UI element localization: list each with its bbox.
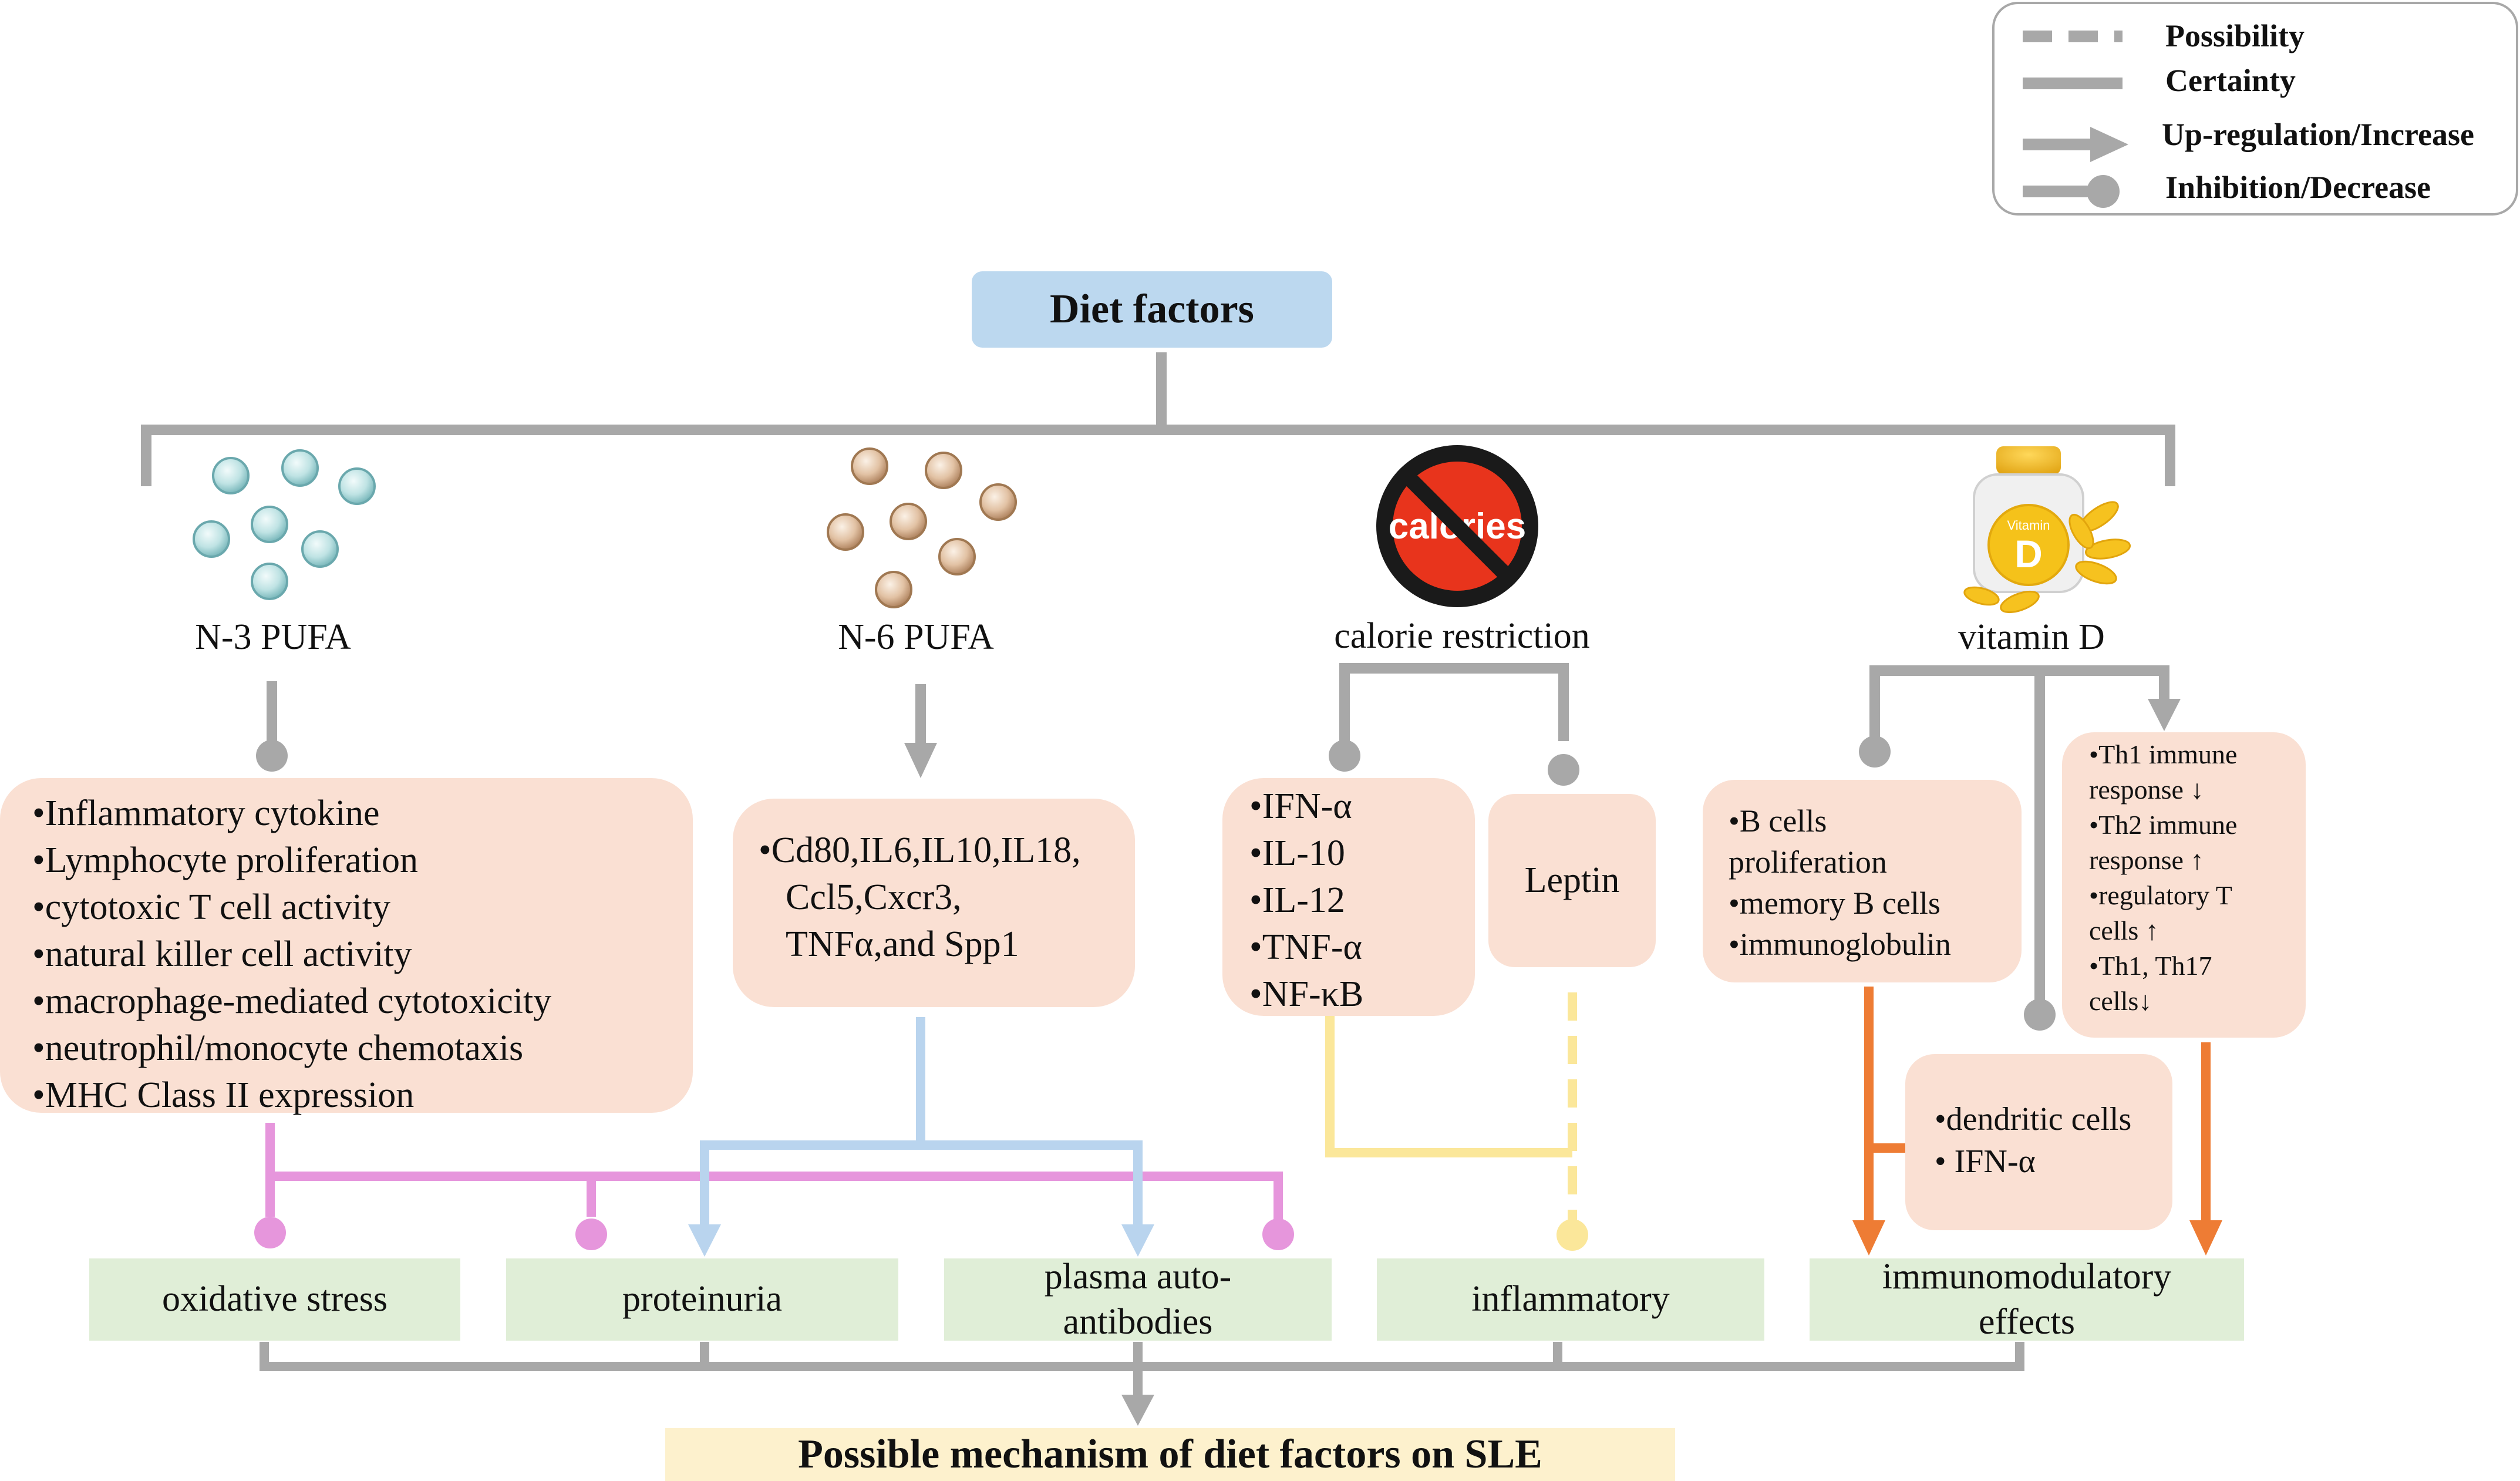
list-item: •memory B cells [1729,886,1940,921]
calorie-outcome-connectors [1325,992,1588,1251]
dendritic-effects-box: •dendritic cells • IFN-α [1905,1054,2172,1230]
n6-up-connector [904,684,937,778]
n3-inhibit-connector [256,681,288,772]
list-item: •B cells [1729,803,1827,839]
n6-outcome-connectors [688,1017,1154,1257]
oxidative-stress-label: oxidative stress [162,1279,388,1320]
t-helper-effects-box: •Th1 immune response ↓ •Th2 immune respo… [2062,732,2306,1038]
list-item: Ccl5,Cxcr3, [786,877,962,917]
diet-factors-title: Diet factors [1050,287,1254,332]
legend-possibility-label: Possibility [2165,18,2305,53]
n3-pufa-label: N-3 PUFA [195,617,351,657]
list-item: response ↑ [2089,845,2204,875]
list-item: •macrophage-mediated cytotoxicity [32,981,552,1021]
list-item: TNFα,and Spp1 [786,924,1019,964]
n6-effects-box: •Cd80,IL6,IL10,IL18, Ccl5,Cxcr3, TNFα,an… [733,799,1135,1007]
plasma-autoantibodies-label-line2: antibodies [1063,1302,1213,1342]
list-item: •natural killer cell activity [32,934,412,974]
list-item: •Cd80,IL6,IL10,IL18, [759,830,1081,870]
n3-outcome-connectors [254,1123,1294,1250]
list-item: •dendritic cells [1935,1101,2132,1137]
list-item: •IFN-α [1249,786,1352,826]
list-item: •Th1, Th17 [2089,951,2212,981]
vitamin-bottle-label: Vitamin [2007,518,2050,533]
list-item: •Inflammatory cytokine [32,793,380,833]
top-tree [141,352,2175,486]
conclusion-title: Possible mechanism of diet factors on SL… [798,1432,1542,1477]
list-item: • IFN-α [1935,1143,2036,1180]
legend [1992,2,2518,216]
list-item: •IL-12 [1249,880,1345,920]
proteinuria-box: proteinuria [506,1258,898,1341]
leptin-box: Leptin [1488,794,1656,967]
oxidative-stress-box: oxidative stress [89,1258,460,1341]
proteinuria-label: proteinuria [622,1279,782,1320]
list-item: •neutrophil/monocyte chemotaxis [32,1028,524,1068]
list-item: cells↓ [2089,986,2152,1016]
diet-factors-box: Diet factors [972,271,1332,348]
legend-certainty-label: Certainty [2165,63,2296,98]
calorie-inhibit-connectors [1329,663,1579,786]
legend-inhibition-label: Inhibition/Decrease [2165,170,2431,205]
vitamin-bottle-letter: D [2014,532,2043,575]
list-item: response ↓ [2089,775,2204,805]
immunomodulatory-label-line1: immunomodulatory [1882,1256,2172,1297]
vitamin-d-outcome-connectors [1852,987,2222,1256]
b-cell-effects-box: •B cells proliferation •memory B cells •… [1703,780,2022,982]
n3-pufa-molecules-icon [193,449,376,600]
list-item: •immunoglobulin [1729,927,1951,962]
leptin-label: Leptin [1524,860,1620,900]
bottom-convergence [260,1342,2024,1426]
calorie-restriction-label: calorie restriction [1334,616,1590,656]
legend-inhibit-dot [2087,175,2120,208]
n6-pufa-label: N-6 PUFA [838,617,994,657]
list-item: •IL-10 [1249,833,1345,873]
list-item: •cytotoxic T cell activity [32,887,390,927]
legend-upregulation-label: Up-regulation/Increase [2162,117,2474,152]
list-item: •Lymphocyte proliferation [32,840,419,880]
vitamin-d-label: vitamin D [1958,617,2105,657]
no-calories-icon: calories [1376,445,1538,607]
list-item: •MHC Class II expression [32,1075,415,1115]
plasma-autoantibodies-box: plasma auto- antibodies [944,1257,1332,1342]
legend-frame [1992,2,2518,216]
calorie-effects-box: •IFN-α •IL-10 •IL-12 •TNF-α •NF-κB [1222,778,1475,1016]
immunomodulatory-label-line2: effects [1978,1302,2076,1342]
legend-arrow-head [2090,127,2128,162]
list-item: cells ↑ [2089,915,2159,945]
list-item: proliferation [1729,844,1887,880]
vitamin-d-bottle-icon: Vitamin D [1963,446,2131,614]
inflammatory-label: inflammatory [1471,1279,1670,1320]
plasma-autoantibodies-label-line1: plasma auto- [1044,1256,1232,1297]
vitamin-d-connectors [1859,665,2181,1031]
list-item: •Th1 immune [2089,739,2238,769]
n3-effects-box: •Inflammatory cytokine •Lymphocyte proli… [0,778,693,1115]
n6-pufa-molecules-icon [827,447,1017,608]
list-item: •TNF-α [1249,927,1362,967]
list-item: •Th2 immune [2089,810,2238,840]
conclusion-box: Possible mechanism of diet factors on SL… [665,1428,1675,1481]
inflammatory-box: inflammatory [1377,1258,1764,1341]
immunomodulatory-effects-box: immunomodulatory effects [1810,1257,2244,1342]
list-item: •NF-κB [1249,974,1364,1014]
list-item: •regulatory T [2089,880,2232,910]
